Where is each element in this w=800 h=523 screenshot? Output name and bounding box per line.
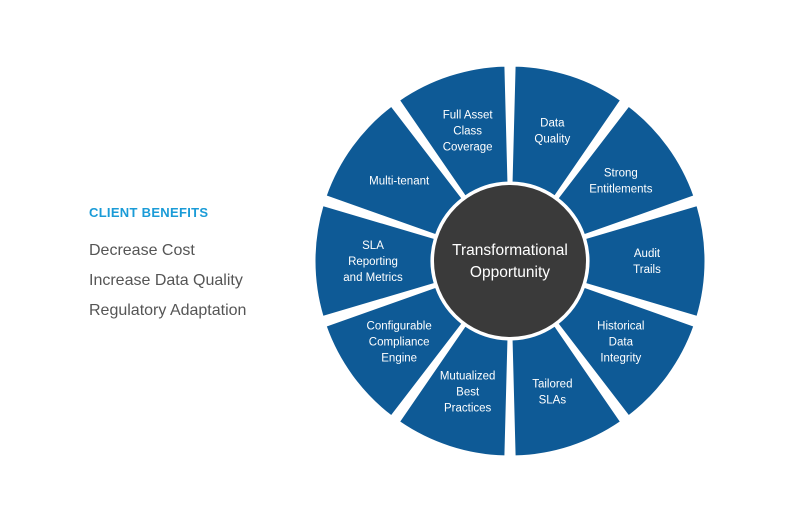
benefit-item: Decrease Cost [89,242,195,259]
wheel-segment [511,65,622,197]
wheel-segment-label-line: Trails [633,264,661,276]
wheel-segment-label-line: Multi-tenant [369,175,430,187]
wheel-segment-label-line: Data [609,337,634,349]
wheel-segment-label: Multi-tenant [369,175,430,187]
benefit-item: Regulatory Adaptation [89,302,247,319]
benefit-item: Increase Data Quality [89,272,243,289]
center-label-line: Transformational [452,242,568,259]
wheel-segment-label-line: SLA [362,240,384,252]
wheel-segment-label-line: Quality [534,134,570,146]
wheel-segment-label: SLA Reporting and Metrics [343,240,403,284]
wheel-segment-label-line: Strong [604,167,638,179]
client-benefits-list: Decrease Cost Increase Data Quality Regu… [89,236,309,326]
wheel-segment-label-line: Engine [381,353,417,365]
wheel-segment [557,105,695,236]
wheel-segment-label-line: Historical [597,321,644,333]
wheel-segment [511,325,622,457]
wheel-segment-label-line: Reporting [348,256,398,268]
client-benefits-panel: CLIENT BENEFITS Decrease Cost Increase D… [89,204,309,326]
wheel-segment-label-line: Compliance [369,337,430,349]
wheel-segment [325,286,463,417]
center-circle [434,185,586,337]
center-label-line: Opportunity [470,264,550,281]
wheel-segment-label-line: Mutualized [440,370,496,382]
wheel-segment-label-line: Class [453,126,482,138]
wheel-segment [314,204,435,318]
wheel-segment-label-line: Best [456,386,480,398]
wheel-segment [398,325,509,457]
wheel-segment-label-line: and Metrics [343,272,403,284]
wheel-segment-label-line: SLAs [539,394,567,406]
wheel-segment-label-line: Audit [634,248,661,260]
wheel-segment-label-line: Full Asset [443,110,494,122]
wheel-segment-label-line: Tailored [532,378,572,390]
wheel-segment [585,204,706,318]
wheel-segment-label-line: Entitlements [589,183,653,195]
wheel-segment-label-line: Data [540,118,565,130]
wheel-segment [325,105,463,236]
wheel-segment [398,65,509,197]
wheel-segment-label-line: Practices [444,402,492,414]
wheel-segment-label-line: Integrity [600,353,641,365]
wheel-segment-label-line: Configurable [367,321,432,333]
wheel-segment-label-line: Coverage [443,142,493,154]
wheel-segment [557,286,695,417]
client-benefits-heading: CLIENT BENEFITS [89,205,209,220]
